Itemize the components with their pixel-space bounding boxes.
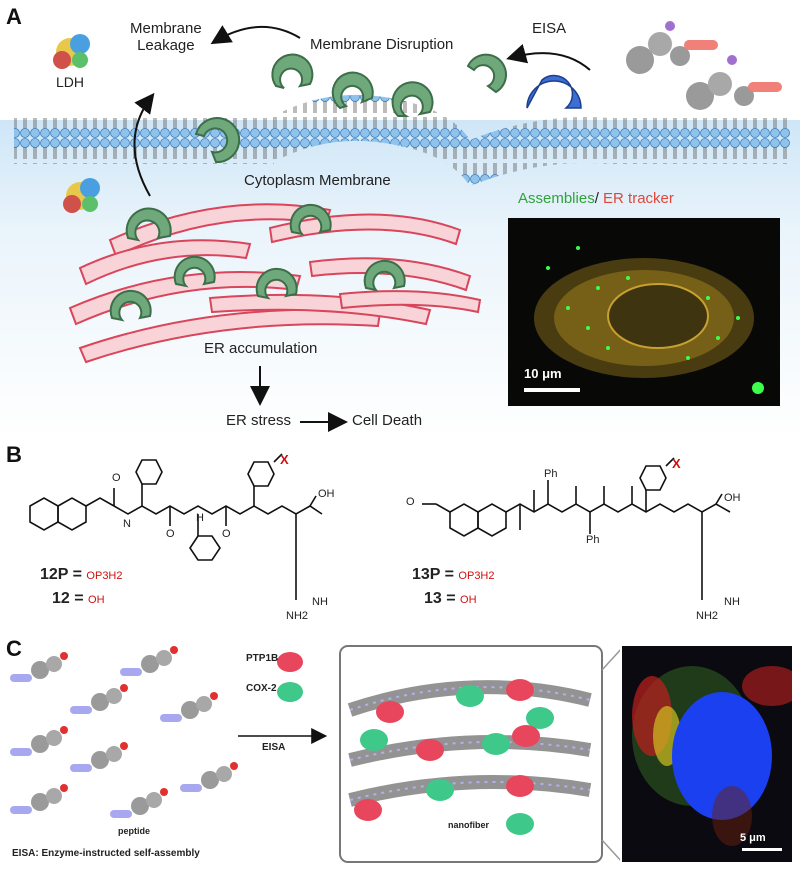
atom-nh-1: N <box>123 518 131 530</box>
arrow-to-leakage <box>210 25 301 45</box>
x-substituent-right: X <box>672 456 681 471</box>
peptide-label: peptide <box>118 826 151 836</box>
cytoplasm-membrane-label: Cytoplasm Membrane <box>244 172 391 189</box>
atom-o-3: O <box>222 528 231 540</box>
compound-13: 13 = OH <box>424 590 477 607</box>
membrane-right <box>470 116 790 186</box>
compound-13p: 13P = OP3H2 <box>412 566 495 583</box>
panel-c-letter: C <box>6 636 22 661</box>
panel-a-letter: A <box>6 4 22 29</box>
scalebar-a <box>524 388 580 392</box>
atom-o-2: O <box>166 528 175 540</box>
ptp1b-legend-dot <box>277 652 303 672</box>
compound-12: 12 = OH <box>52 590 105 607</box>
eisa-label: EISA <box>532 20 567 37</box>
legend-assemblies: Assemblies <box>518 190 595 207</box>
alp-enzyme <box>526 74 582 109</box>
arrow-ldh-out <box>133 92 155 197</box>
scalebar-a-label: 10 μm <box>524 366 562 381</box>
atom-nh2-2: NH2 <box>696 610 719 622</box>
ldh-label: LDH <box>56 74 85 90</box>
atom-oh-2: OH <box>724 492 741 504</box>
scalebar-c <box>742 848 782 851</box>
atom-o-methoxy: O <box>406 496 415 508</box>
eisa-c-label: EISA <box>262 742 286 753</box>
er-stress-label: ER stress <box>226 412 292 429</box>
ldh-protein-inside <box>63 178 100 213</box>
micrograph-nanofiber: 5 μm <box>622 646 792 862</box>
compound-12p: 12P = OP3H2 <box>40 566 123 583</box>
chemical-structures <box>29 453 731 600</box>
panel-c-diagram <box>10 645 620 863</box>
atom-o-1: O <box>112 472 121 484</box>
panel-b-letter: B <box>6 442 22 467</box>
atom-nh-3: NH <box>724 596 740 608</box>
x-substituent-left: X <box>280 452 289 467</box>
cox2-label: COX-2 <box>246 683 277 694</box>
atom-nh2-1: NH2 <box>286 610 309 622</box>
legend-slash: / <box>594 190 599 207</box>
eisa-definition: EISA: Enzyme-instructed self-assembly <box>12 848 200 859</box>
atom-ph-1: Ph <box>544 468 558 480</box>
arrow-eisa <box>506 44 591 71</box>
atom-nh-2: NH <box>312 596 328 608</box>
legend-er-tracker: ER tracker <box>598 190 674 207</box>
cell-death-label: Cell Death <box>352 412 423 429</box>
atom-ph-2: Ph <box>586 534 600 546</box>
micrograph-er: 10 μm <box>508 218 780 406</box>
panel-a-diagram <box>14 21 790 432</box>
alp-label: ALP <box>538 90 569 107</box>
bound-enzymes <box>354 679 554 835</box>
atom-h-1: H <box>196 512 204 524</box>
membrane-disrupted <box>270 94 470 186</box>
peptide-molecules-c <box>10 646 238 818</box>
er-cisternae <box>68 203 482 364</box>
membrane-disruption-label: Membrane Disruption <box>310 36 454 53</box>
atom-oh-1: OH <box>318 488 335 500</box>
er-accumulation-label: ER accumulation <box>204 340 318 357</box>
ldh-protein-outside <box>53 34 90 69</box>
assemblies <box>109 53 508 322</box>
legend-title: Assemblies/ ER tracker <box>518 190 674 207</box>
cox2-legend-dot <box>277 682 303 702</box>
scalebar-c-label: 5 μm <box>740 832 766 844</box>
peptide-molecules-a <box>626 21 782 110</box>
nanofiber-label: nanofiber <box>448 820 490 830</box>
ptp1b-label: PTP1B <box>246 653 279 664</box>
